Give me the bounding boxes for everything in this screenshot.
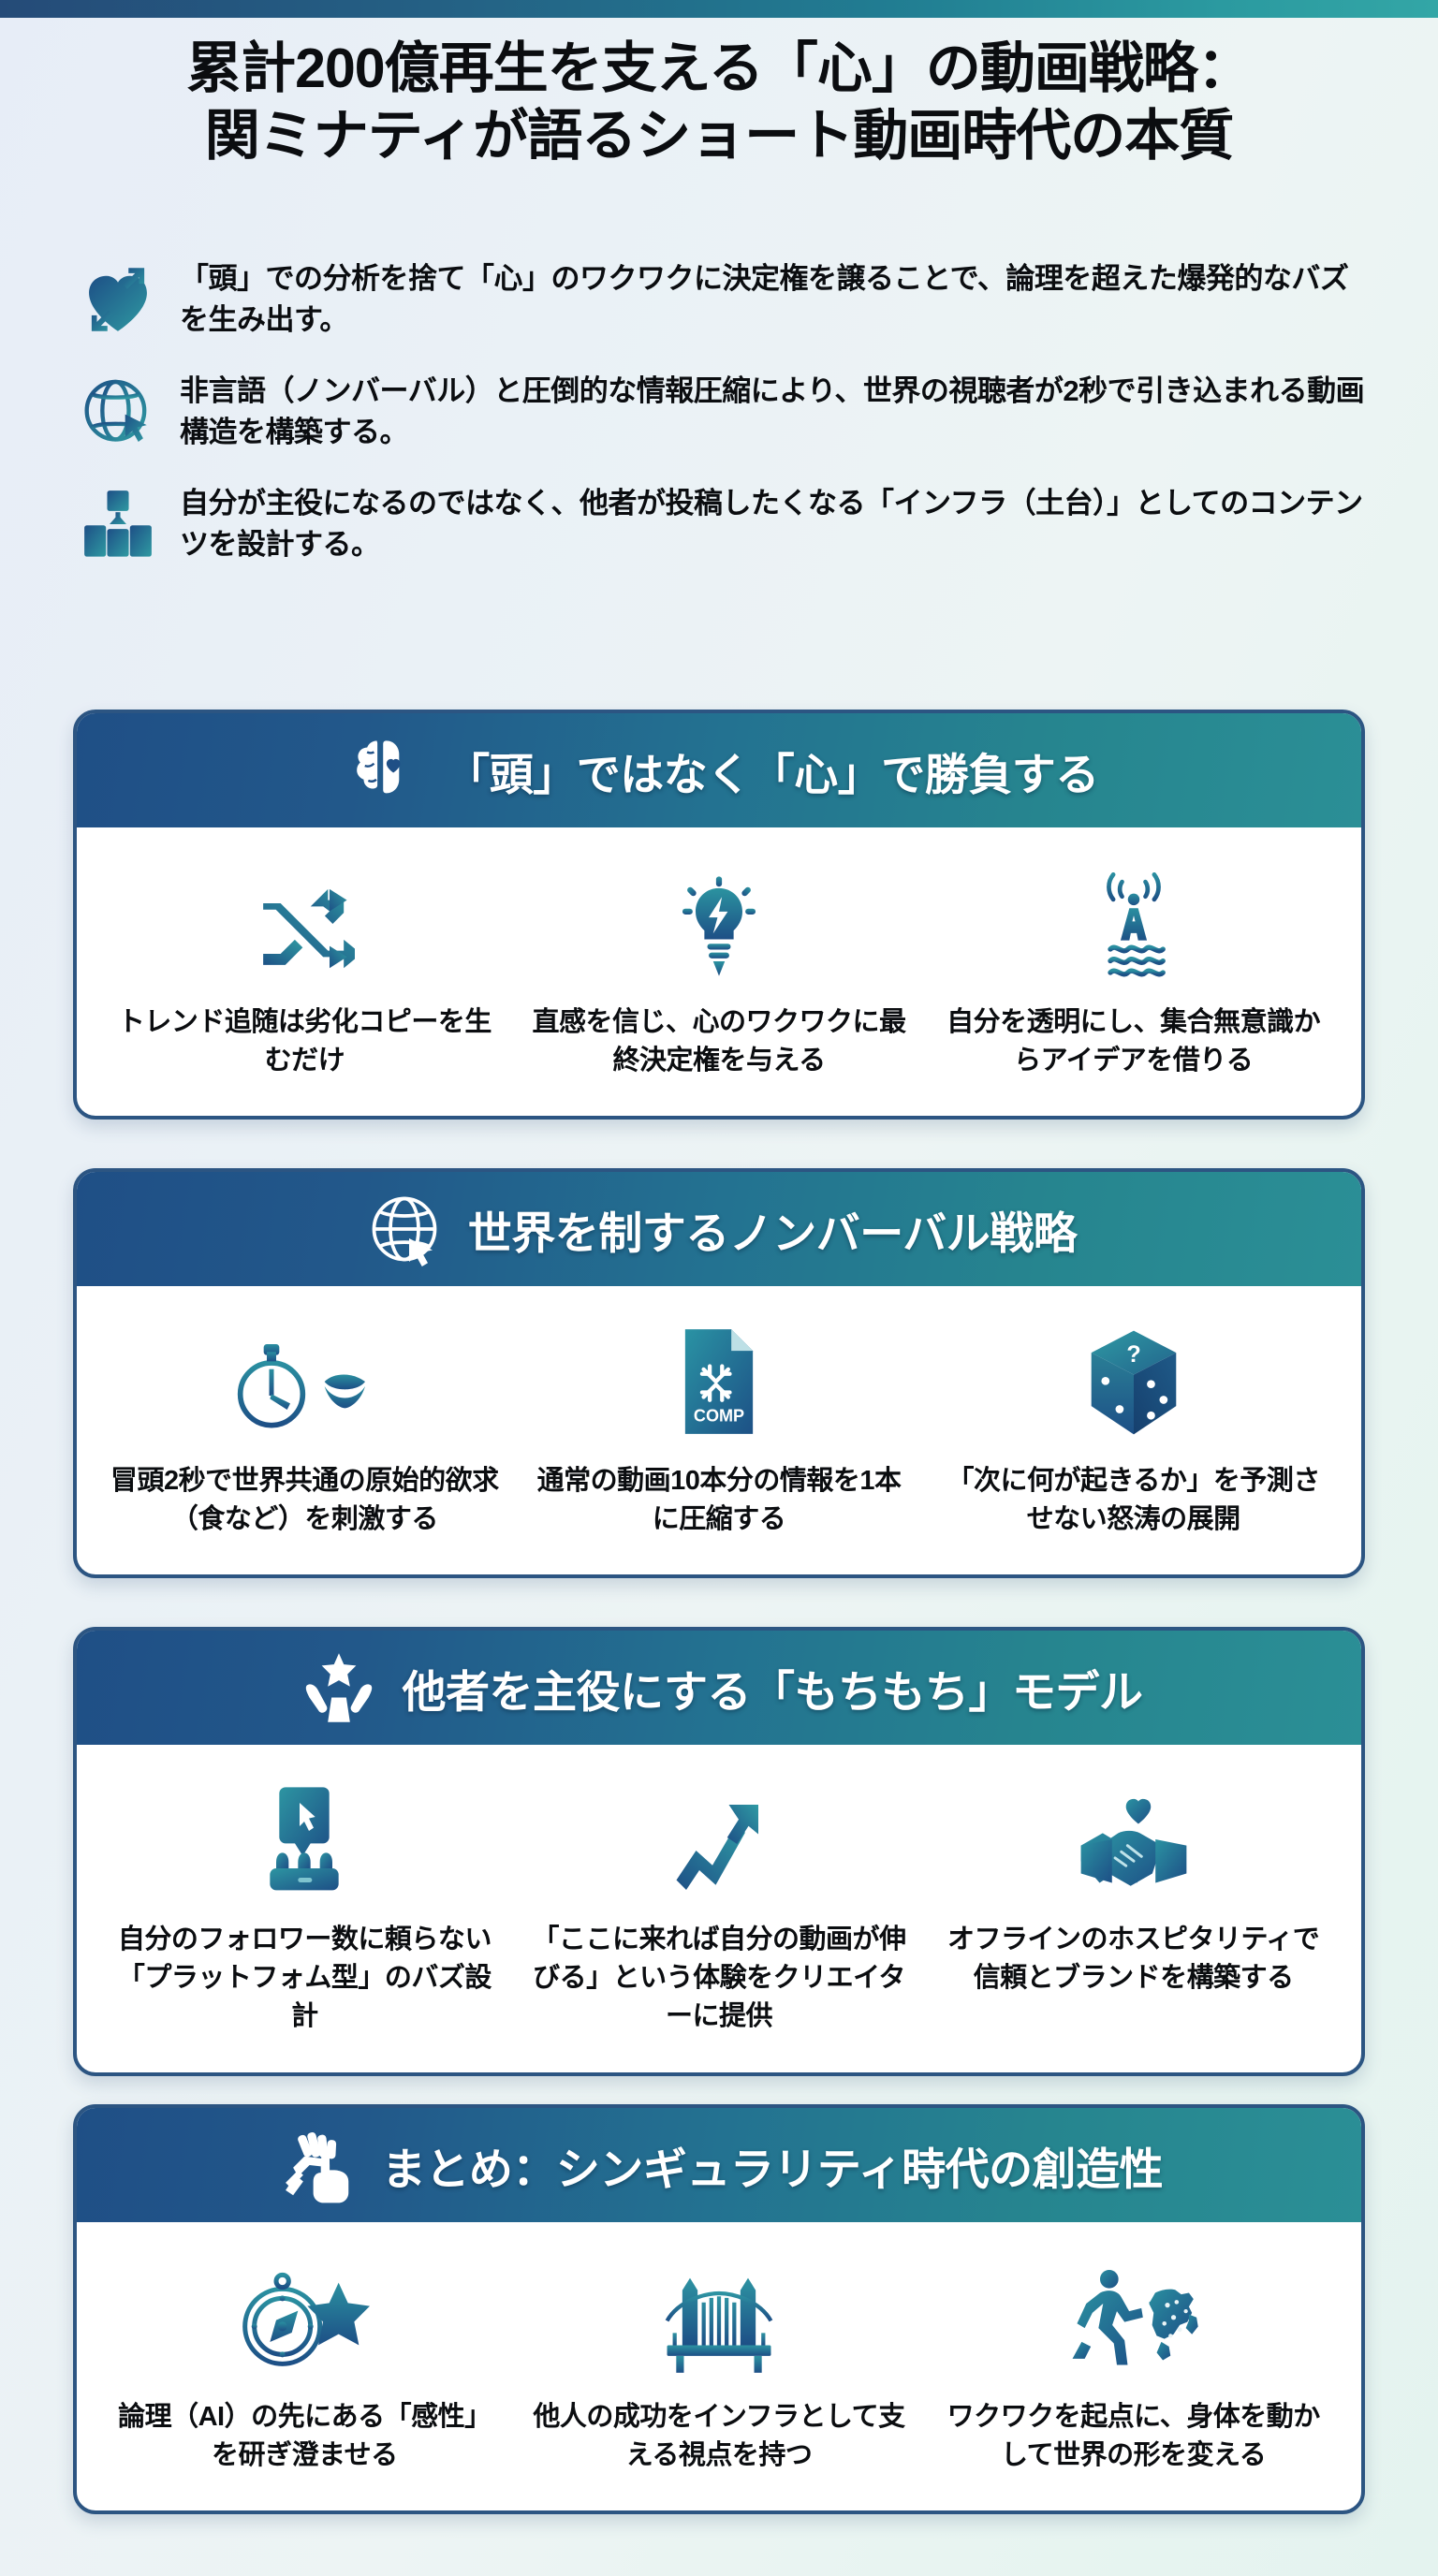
feature-cell: トレンド追随は劣化コピーを生むだけ	[97, 859, 512, 1080]
section-card-2: 世界を制するノンバーバル戦略	[73, 1168, 1365, 1579]
page-title: 累計200億再生を支える「心」の動画戦略： 関ミナティが語るショート動画時代の本…	[0, 36, 1438, 170]
section-body: トレンド追随は劣化コピーを生むだけ	[77, 827, 1361, 1116]
comp-label: COMP	[694, 1407, 744, 1426]
shuffle-icon	[254, 859, 356, 979]
title-line-1: 累計200億再生を支える「心」の動画戦略：	[186, 37, 1253, 99]
section-header: 他者を主役にする「もちもち」モデル	[77, 1631, 1361, 1745]
feature-cell: ワクワクを起点に、身体を動かして世界の形を変える	[926, 2254, 1341, 2475]
feature-text: 「次に何が起きるか」を予測させない怒涛の展開	[946, 1466, 1320, 1535]
feature-cell: 直感を信じ、心のワクワクに最終決定権を与える	[512, 859, 927, 1080]
feature-cell: COMP 通常の動画10本分の情報を1本に圧縮する	[512, 1318, 927, 1539]
section-header: 世界を制するノンバーバル戦略	[77, 1172, 1361, 1286]
section-card-3: 他者を主役にする「もちもち」モデル 自	[73, 1627, 1365, 2076]
feature-text: 冒頭2秒で世界共通の原始的欲求（食など）を刺激する	[110, 1466, 499, 1535]
runner-world-icon	[1066, 2254, 1201, 2374]
section-body: 冒頭2秒で世界共通の原始的欲求（食など）を刺激する COMP 通常の動画10本分…	[77, 1286, 1361, 1574]
section-header: 「頭」ではなく「心」で勝負する	[77, 713, 1361, 827]
feature-text: トレンド追随は劣化コピーを生むだけ	[117, 1007, 492, 1076]
list-item: 自分が主役になるのではなく、他者が投稿したくなる「インフラ（土台）」としてのコン…	[73, 479, 1372, 569]
globe-grid-icon	[361, 1186, 448, 1272]
top-accent-bar	[0, 0, 1438, 18]
compass-star-icon	[239, 2254, 371, 2374]
feature-text: 自分を透明にし、集合無意識からアイデアを借りる	[946, 1007, 1321, 1076]
feature-text: 通常の動画10本分の情報を1本に圧縮する	[536, 1466, 902, 1535]
feature-text: 他人の成功をインフラとして支える視点を持つ	[533, 2402, 905, 2471]
stopwatch-lips-icon	[234, 1318, 374, 1438]
section-body: 自分のフォロワー数に頼らない「プラットフォム型」のバズ設計 「ここに来れば自分の…	[77, 1745, 1361, 2072]
growth-arrow-icon	[667, 1777, 771, 1896]
section-heading: 世界を制するノンバーバル戦略	[467, 1208, 1078, 1258]
feature-cell: 論理（AI）の先にある「感性」を研ぎ澄ませる	[97, 2254, 512, 2475]
section-body: 論理（AI）の先にある「感性」を研ぎ澄ませる	[77, 2222, 1361, 2510]
feature-text: 直感を信じ、心のワクワクに最終決定権を与える	[532, 1007, 907, 1076]
feature-cell: ? 「次に何が起きるか」を予測させない怒涛の展開	[926, 1318, 1341, 1539]
platform-users-icon	[257, 1777, 351, 1896]
robot-human-hands-icon	[275, 2122, 361, 2208]
feature-cell: 自分を透明にし、集合無意識からアイデアを借りる	[926, 859, 1341, 1080]
section-header: まとめ：シンギュラリティ時代の創造性	[77, 2108, 1361, 2222]
feature-text: 自分のフォロワー数に頼らない「プラットフォム型」のバズ設計	[117, 1925, 492, 2032]
feature-cell: 他人の成功をインフラとして支える視点を持つ	[512, 2254, 927, 2475]
globe-cursor-icon	[73, 367, 163, 457]
star-hands-icon	[296, 1645, 382, 1731]
feature-cell: 「ここに来れば自分の動画が伸びる」という体験をクリエイターに提供	[512, 1777, 927, 2037]
feature-cell: オフラインのホスピタリティで信頼とブランドを構築する	[926, 1777, 1341, 2037]
section-heading: まとめ：シンギュラリティ時代の創造性	[381, 2144, 1164, 2194]
infrastructure-icon	[73, 479, 163, 569]
compress-file-icon: COMP	[676, 1318, 762, 1438]
bullet-text: 非言語（ノンバーバル）と圧倒的な情報圧縮により、世界の視聴者が2秒で引き込まれる…	[180, 374, 1365, 449]
list-item: 非言語（ノンバーバル）と圧倒的な情報圧縮により、世界の視聴者が2秒で引き込まれる…	[73, 367, 1372, 457]
heart-growth-icon	[73, 255, 163, 344]
section-heading: 「頭」ではなく「心」で勝負する	[446, 749, 1099, 799]
section-card-4: まとめ：シンギュラリティ時代の創造性	[73, 2104, 1365, 2515]
feature-text: ワクワクを起点に、身体を動かして世界の形を変える	[946, 2402, 1321, 2471]
brain-heart-icon	[339, 727, 425, 813]
list-item: 「頭」での分析を捨て「心」のワクワクに決定権を譲ることで、論理を超えた爆発的なバ…	[73, 255, 1372, 344]
feature-cell: 冒頭2秒で世界共通の原始的欲求（食など）を刺激する	[97, 1318, 512, 1539]
section-card-1: 「頭」ではなく「心」で勝負する トレンド追随は劣化コピーを生むだけ	[73, 710, 1365, 1120]
dice-question-mark: ?	[1126, 1341, 1140, 1368]
antenna-waves-icon	[1087, 859, 1181, 979]
question-dice-icon: ?	[1085, 1318, 1182, 1438]
section-heading: 他者を主役にする「もちもち」モデル	[402, 1666, 1143, 1717]
title-line-2: 関ミナティが語るショート動画時代の本質	[204, 104, 1234, 167]
handshake-heart-icon	[1075, 1777, 1193, 1896]
bullet-text: 自分が主役になるのではなく、他者が投稿したくなる「インフラ（土台）」としてのコン…	[180, 487, 1363, 562]
feature-text: オフラインのホスピタリティで信頼とブランドを構築する	[947, 1925, 1320, 1994]
bridge-icon	[661, 2254, 777, 2374]
feature-text: 論理（AI）の先にある「感性」を研ぎ澄ませる	[118, 2402, 492, 2471]
lightbulb-bolt-icon	[672, 859, 766, 979]
bullet-text: 「頭」での分析を捨て「心」のワクワクに決定権を譲ることで、論理を超えた爆発的なバ…	[180, 262, 1349, 337]
feature-text: 「ここに来れば自分の動画が伸びる」という体験をクリエイターに提供	[532, 1925, 907, 2032]
feature-cell: 自分のフォロワー数に頼らない「プラットフォム型」のバズ設計	[97, 1777, 512, 2037]
summary-bullet-list: 「頭」での分析を捨て「心」のワクワクに決定権を譲ることで、論理を超えた爆発的なバ…	[0, 255, 1438, 592]
